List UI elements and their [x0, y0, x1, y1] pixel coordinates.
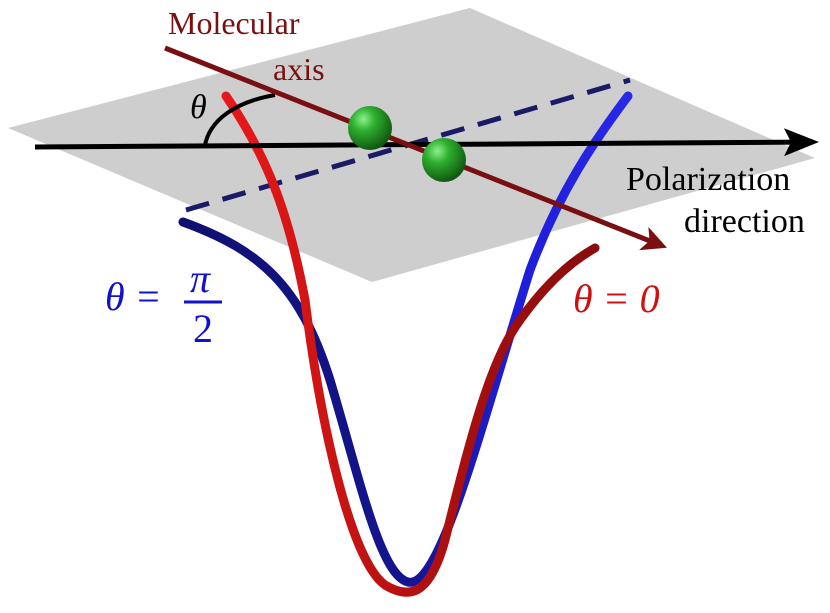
polarization-arrow [34, 128, 819, 157]
molecular-axis-label-line2: axis [273, 51, 325, 87]
molecular-axis-arrow [164, 45, 667, 251]
curve-theta-pi-over-2 [178, 91, 633, 587]
atom-right [422, 138, 466, 182]
polarization-label-line1: Polarization [626, 161, 790, 198]
theta-pi-over-2-numerator: π [190, 256, 211, 301]
curve-theta-0 [221, 91, 600, 597]
theta-pi-over-2-lhs: θ = [105, 274, 162, 319]
theta-0-label: θ = 0 [573, 276, 660, 321]
polarization-label-line2: direction [684, 203, 805, 240]
atom-left [348, 106, 392, 150]
angle-label: θ [190, 89, 207, 126]
molecular-axis-label-line1: Molecular [168, 5, 300, 41]
theta-pi-over-2-denominator: 2 [193, 306, 213, 351]
angle-arc [203, 93, 276, 146]
